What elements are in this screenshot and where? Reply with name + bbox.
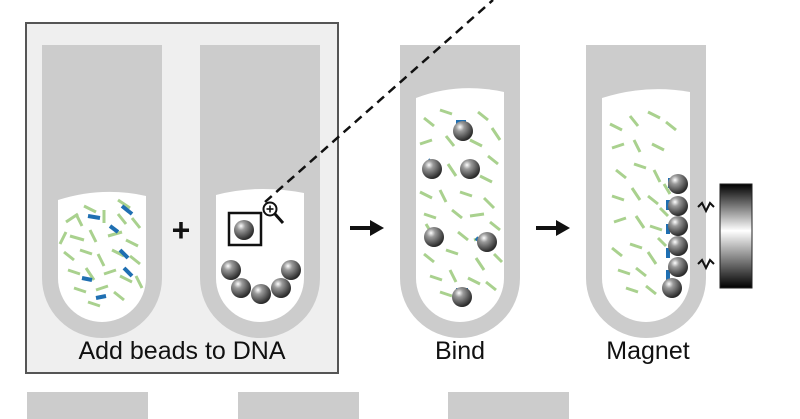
right-arrow-icon bbox=[536, 220, 570, 236]
beads-tube-bind bbox=[422, 121, 497, 307]
beads-tube-magnet bbox=[662, 174, 688, 298]
dna-fragments-tube-dna bbox=[58, 198, 144, 308]
magnetic-field-icon bbox=[697, 201, 715, 271]
dna-tags-tube-dna bbox=[81, 204, 134, 300]
next-row-tube bbox=[238, 392, 359, 419]
magnifier-plus-icon bbox=[262, 201, 285, 224]
right-arrow-icon bbox=[350, 220, 384, 236]
step1-label: Add beads to DNA bbox=[78, 337, 285, 365]
step3-label: Magnet bbox=[606, 337, 689, 365]
liquid-magnet bbox=[602, 89, 690, 322]
next-row-tube bbox=[448, 392, 569, 419]
liquid-bind bbox=[416, 88, 504, 323]
next-row-tube bbox=[27, 392, 148, 419]
dna-fragments-tube-magnet bbox=[609, 110, 677, 296]
zoom-leader-line bbox=[264, 0, 494, 203]
zoom-inset bbox=[227, 211, 263, 247]
magnet-bar-icon bbox=[719, 183, 753, 289]
plus-operator: + bbox=[172, 212, 191, 248]
step2-label: Bind bbox=[435, 337, 485, 365]
beads-tube-beads bbox=[221, 260, 301, 304]
